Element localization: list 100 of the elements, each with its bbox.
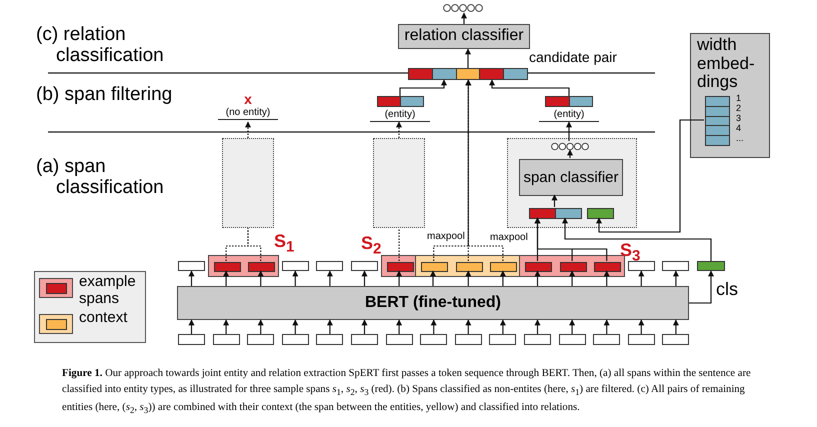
dotted-panel	[373, 138, 425, 228]
span-name-label: S$_{1}$	[274, 232, 294, 256]
token-box	[662, 334, 690, 345]
arrow	[672, 270, 679, 286]
index-label: 3	[736, 114, 742, 124]
arrow	[689, 270, 714, 304]
token-box	[454, 334, 482, 345]
connector-line	[398, 228, 400, 261]
edge-label: maxpool	[490, 233, 528, 243]
token-box	[282, 261, 309, 271]
span-name-label: S$_{2}$	[361, 234, 382, 258]
token-box	[247, 334, 274, 345]
output-nodes-icon	[551, 142, 589, 151]
token-box	[456, 262, 483, 272]
reject-mark: x	[243, 92, 253, 106]
index-label: 4	[736, 124, 742, 134]
arrow	[430, 270, 436, 286]
arrow	[362, 319, 368, 334]
arrow	[562, 217, 712, 261]
token-box	[420, 334, 448, 345]
token-box	[178, 334, 205, 345]
arrow	[326, 270, 333, 286]
token-box	[421, 262, 448, 272]
token-box	[214, 262, 241, 272]
embedding-panel	[690, 33, 770, 158]
dotted-panel	[222, 138, 274, 228]
arrow	[638, 319, 644, 334]
arrow	[566, 121, 572, 141]
token-box	[178, 261, 205, 271]
dotted-panel	[507, 138, 637, 228]
result-label: (no entity)	[218, 106, 278, 120]
panel-title: width embed- dings	[697, 36, 756, 92]
embedding-bar	[587, 208, 614, 219]
token-box	[593, 334, 620, 345]
arrow	[430, 319, 437, 334]
token-box	[594, 262, 622, 272]
result-label: (entity)	[370, 109, 430, 122]
arrow	[465, 319, 472, 334]
classifier-box: span classifier	[519, 159, 623, 196]
token-box	[248, 262, 276, 272]
connector-line	[247, 228, 262, 261]
index-label: 2	[736, 104, 742, 114]
arrow	[292, 270, 298, 286]
embedding-bar	[408, 68, 528, 80]
arrow	[534, 270, 540, 286]
arrow	[465, 270, 472, 286]
arrow	[399, 79, 447, 96]
arrow	[534, 319, 540, 334]
arrow	[465, 79, 504, 261]
caption: Figure 1. Our approach towards joint entity and relation extraction SpERT first passes a token sequence through BERT. Then, (a) all spans within the sentence are classified into entity types, as illustrated for three sample spans s$_{1}$, s$_{2}$, s$_{3}$ (red). (b) Spans classified as non-entites (here, s$_{1}$) are filtered. (c) All pairs of remaining entities (here, (s$_{2}$, s$_{3}$)) are combined with their context (the span between the entities, yellow) and classified into relations.	[62, 367, 752, 418]
arrow	[396, 270, 402, 286]
embedding-bar	[377, 96, 424, 107]
classifier-box: relation classifier	[398, 24, 530, 49]
arrow	[245, 121, 251, 138]
token-box	[386, 262, 414, 272]
legend-label: context	[79, 310, 128, 326]
arrow	[604, 319, 610, 334]
annotation-label: cls	[716, 280, 738, 300]
arrow	[465, 48, 471, 68]
arrow	[362, 270, 368, 286]
connector-line	[226, 228, 249, 261]
arrow	[326, 319, 333, 334]
span-group	[519, 255, 626, 277]
embedding-bar	[529, 208, 582, 219]
token-box	[560, 262, 587, 272]
stage-label: (a) span classification	[36, 156, 165, 199]
arrow	[489, 79, 570, 96]
arrow	[258, 270, 264, 286]
span-name-label: S$_{3}$	[620, 241, 640, 266]
token-box	[386, 334, 413, 345]
arrow	[188, 270, 194, 286]
token-box	[489, 334, 516, 345]
token-box	[525, 262, 552, 272]
token-box	[212, 334, 240, 345]
token-box	[351, 334, 378, 345]
embedding-table	[705, 96, 730, 146]
token-box	[490, 262, 518, 272]
arrow	[500, 270, 506, 286]
arrow	[569, 270, 576, 286]
output-nodes-icon	[443, 3, 483, 13]
annotation-label: candidate pair	[529, 50, 617, 66]
token-box	[558, 334, 586, 345]
arrow	[534, 217, 608, 261]
index-label: 1	[736, 94, 742, 104]
arrow	[396, 121, 402, 138]
arrow	[672, 319, 679, 334]
arrow	[223, 270, 230, 286]
stage-label: (b) span filtering	[36, 84, 174, 106]
token-box	[524, 334, 551, 345]
arrow	[188, 319, 194, 334]
embedding-bar	[545, 96, 593, 107]
token-box	[282, 334, 309, 345]
span-group	[208, 255, 280, 277]
encoder-box: BERT (fine-tuned)	[177, 286, 689, 320]
span-group	[415, 255, 522, 277]
arrow	[223, 319, 230, 334]
edge-label: maxpool	[427, 232, 465, 242]
token-box	[351, 261, 378, 271]
result-label: (entity)	[539, 109, 599, 122]
token-box	[662, 261, 690, 271]
